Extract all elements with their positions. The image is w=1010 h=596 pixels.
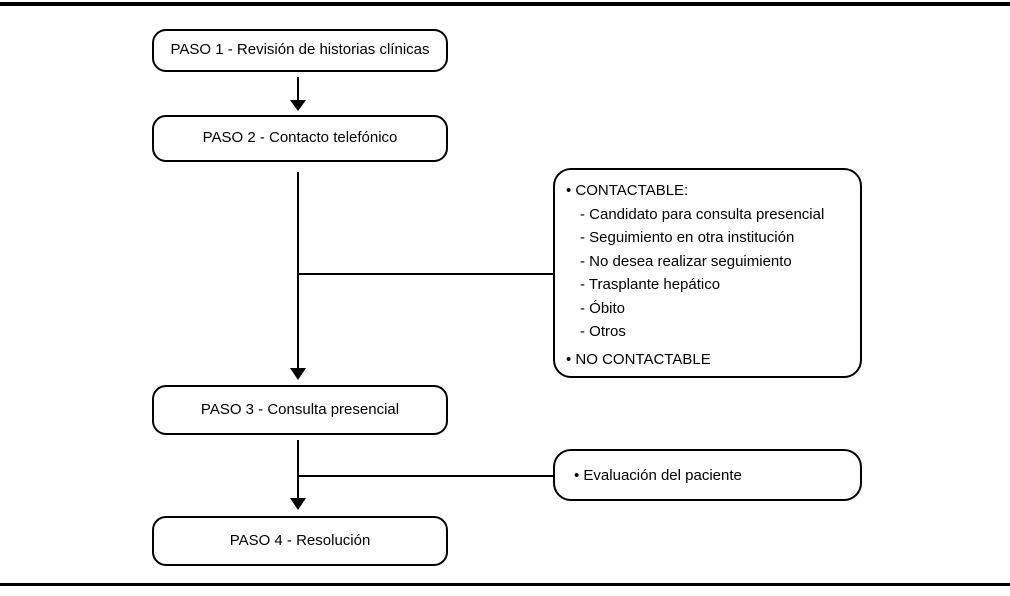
step-box-paso-3: PASO 3 - Consulta presencial	[152, 385, 448, 435]
step-box-paso-4: PASO 4 - Resolución	[152, 516, 448, 566]
step-box-paso-2: PASO 2 - Contacto telefónico	[152, 115, 448, 162]
contactable-item: - Trasplante hepático	[580, 276, 721, 293]
arrow-step1-to-step2	[290, 77, 306, 111]
contactable-item: - Candidato para consulta presencial	[580, 205, 825, 223]
top-rule	[0, 2, 1010, 6]
step-1-label: PASO 1 - Revisión de historias clínicas	[170, 41, 430, 59]
contactable-item: - Otros	[580, 323, 626, 340]
contactable-item: - No desea realizar seguimiento	[580, 252, 792, 270]
contactable-item: - Óbito	[580, 299, 626, 317]
step-4-label: PASO 4 - Resolución	[229, 531, 371, 549]
arrow-step3-to-step4	[290, 440, 554, 510]
step-2-label: PASO 2 - Contacto telefónico	[202, 129, 398, 147]
bottom-rule	[0, 583, 1010, 586]
contact-outcomes-box: • CONTACTABLE: - Candidato para consulta…	[553, 168, 862, 378]
evaluation-label: • Evaluación del paciente	[574, 466, 742, 484]
contactable-item: - Seguimiento en otra institución	[580, 229, 795, 246]
contactable-header: • CONTACTABLE:	[566, 182, 689, 199]
evaluation-box: • Evaluación del paciente	[553, 449, 862, 501]
step-box-paso-1: PASO 1 - Revisión de historias clínicas	[152, 29, 448, 72]
not-contactable-label: • NO CONTACTABLE	[566, 350, 711, 368]
arrow-step2-to-step3	[290, 172, 554, 380]
step-3-label: PASO 3 - Consulta presencial	[200, 400, 400, 418]
